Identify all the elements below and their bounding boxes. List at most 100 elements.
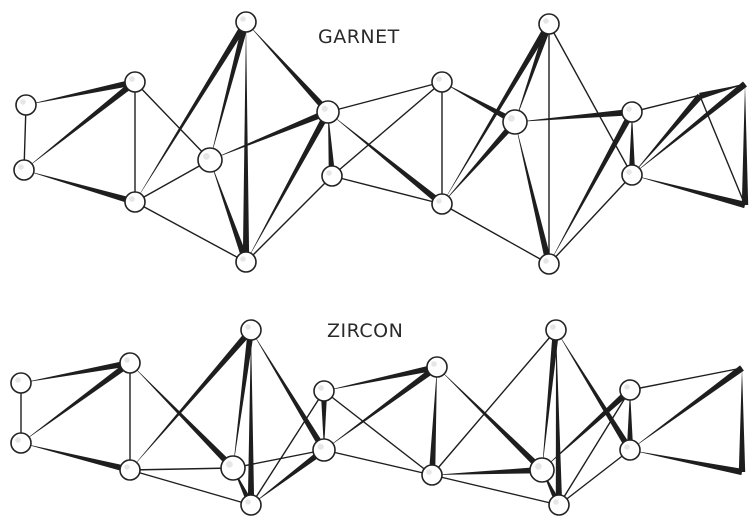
garnet-label: GARNET [318, 26, 400, 48]
bond-thick [328, 112, 336, 177]
bond-thin [134, 201, 247, 263]
atom-node [235, 11, 257, 33]
bond-thick [24, 170, 136, 206]
atom-node [235, 251, 257, 273]
bond-thick [630, 450, 743, 476]
bond-thick [247, 330, 255, 505]
bond-thick [630, 365, 744, 450]
atom-highlight [626, 169, 632, 175]
bond-thin [134, 81, 211, 161]
atom-node [548, 494, 570, 516]
atom-node [621, 164, 643, 186]
bond-thick [130, 363, 236, 471]
bond-thick [210, 160, 250, 264]
bond-thick [632, 81, 748, 175]
atom-highlight [426, 469, 432, 475]
bond-thin [323, 449, 433, 476]
bond-thick [135, 20, 249, 202]
bond-thick [442, 22, 552, 204]
atom-highlight [535, 463, 542, 470]
atom-node [124, 71, 146, 93]
atom-highlight [436, 198, 442, 204]
bond-thick [626, 390, 634, 450]
atom-node [545, 319, 567, 341]
atom-highlight [317, 443, 324, 450]
bond-thin [245, 175, 333, 263]
bond-thin [548, 23, 633, 176]
atom-highlight [543, 258, 549, 264]
atom-highlight [245, 499, 251, 505]
bond-thin [250, 390, 325, 506]
atom-node [421, 464, 443, 486]
bond-thin [327, 81, 443, 113]
atom-highlight [124, 464, 130, 470]
atom-highlight [129, 76, 135, 82]
atom-highlight [508, 115, 515, 122]
bond-thin [558, 449, 631, 506]
atom-node [240, 319, 262, 341]
bond-thick [21, 359, 131, 383]
atom-node [529, 457, 555, 483]
bond-thick [246, 22, 331, 115]
bond-thin [331, 81, 443, 177]
atom-highlight [431, 361, 437, 367]
bond-thick [242, 22, 250, 262]
atom-highlight [326, 170, 332, 176]
bond-thick [699, 84, 745, 100]
bond-thick [738, 368, 746, 472]
bond-thin [548, 174, 633, 265]
atom-node [538, 13, 560, 35]
atom-node [119, 352, 141, 374]
bond-thick [549, 110, 635, 265]
atom-highlight [240, 16, 246, 22]
atom-node [10, 372, 32, 394]
bond-thin [331, 175, 443, 205]
zircon-label: ZIRCON [327, 320, 404, 342]
bond-thick [542, 329, 560, 470]
atom-node [220, 455, 246, 481]
bond-thick [632, 175, 746, 209]
atom-highlight [203, 153, 210, 160]
atom-node [426, 356, 448, 378]
bond-thick [555, 330, 563, 506]
bond-thick [741, 84, 749, 205]
atom-highlight [626, 106, 632, 112]
atom-highlight [436, 76, 442, 82]
atom-node [313, 380, 335, 402]
atom-node [316, 100, 340, 124]
atom-node [312, 438, 336, 462]
bond-thick [21, 443, 131, 474]
bond-thick [26, 78, 136, 105]
bond-thick [437, 367, 545, 473]
bond-thick [320, 391, 328, 450]
atom-node [10, 432, 32, 454]
atom-node [240, 494, 262, 516]
bond-thick [515, 22, 553, 123]
atom-highlight [15, 377, 21, 383]
bond-thick [251, 330, 327, 452]
bond-thin [558, 389, 631, 506]
atom-highlight [240, 256, 246, 262]
atom-highlight [15, 437, 21, 443]
bond-thin [699, 95, 746, 206]
atom-highlight [318, 385, 324, 391]
atom-highlight [553, 499, 559, 505]
bond-thick [632, 93, 703, 175]
bond-thin [129, 469, 252, 506]
bond-thick [515, 122, 553, 265]
atom-node [431, 71, 453, 93]
bond-thick [428, 367, 437, 476]
bond-thin [129, 467, 234, 471]
atom-node [197, 147, 223, 173]
atom-node [619, 439, 641, 461]
atom-highlight [124, 357, 130, 363]
atom-highlight [543, 18, 549, 24]
atom-node [321, 165, 343, 187]
bond-thick [21, 360, 132, 443]
bond-thick [324, 363, 438, 391]
garnet-structure [13, 11, 749, 275]
bond-thick [24, 79, 137, 170]
atom-node [619, 379, 641, 401]
atom-highlight [20, 99, 26, 105]
atom-highlight [624, 444, 630, 450]
